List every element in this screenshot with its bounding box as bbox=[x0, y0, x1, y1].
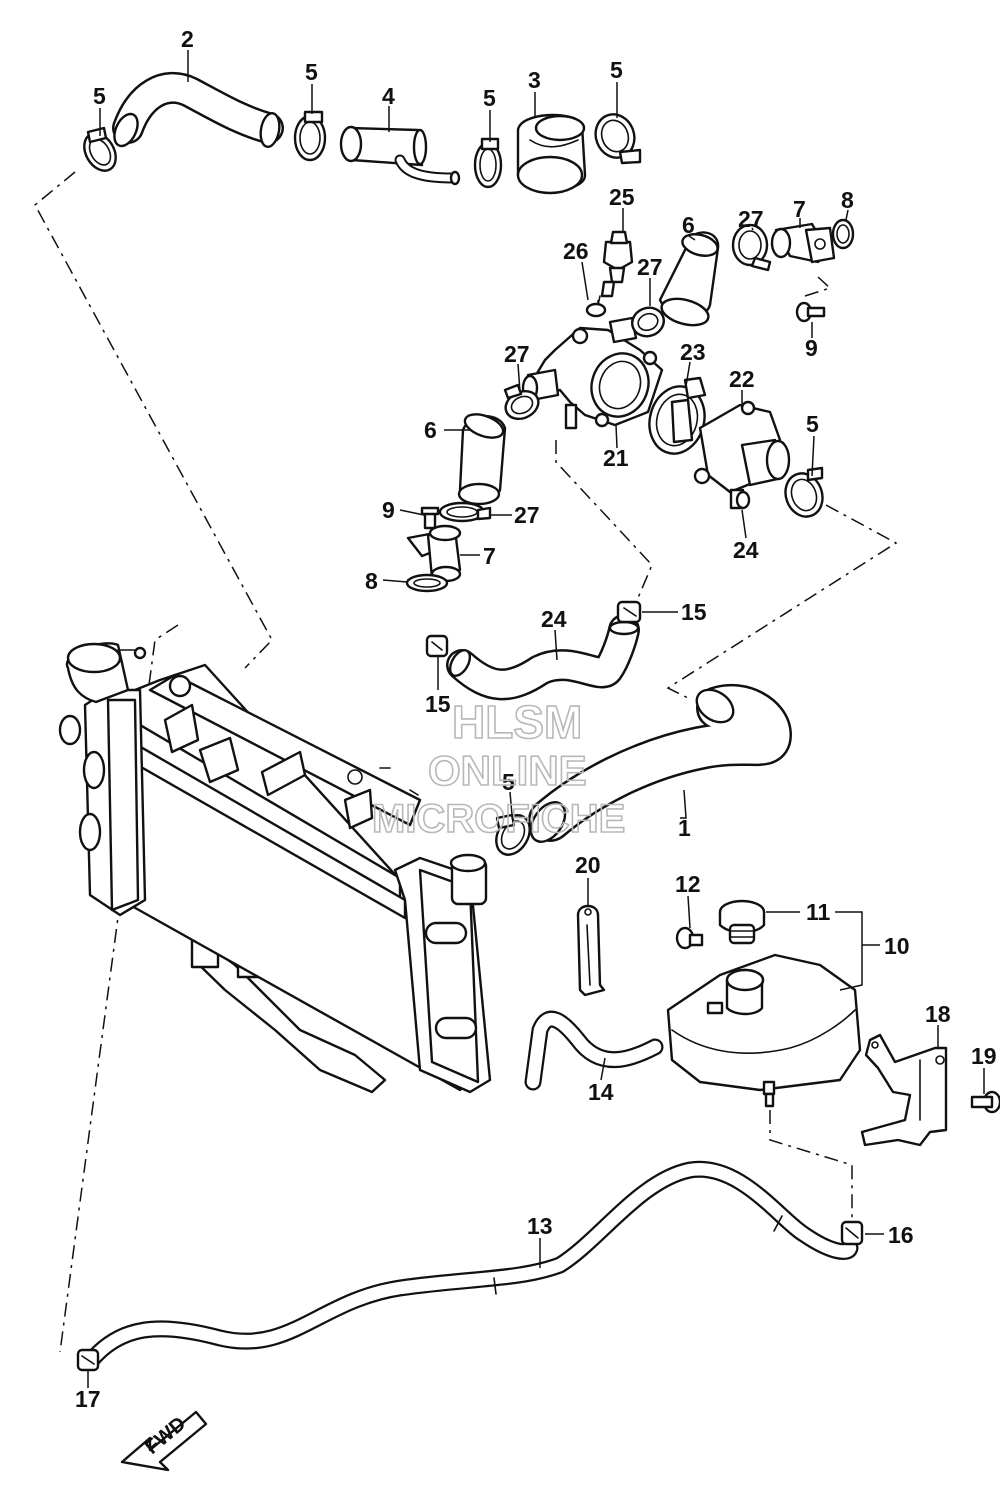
hose-14 bbox=[524, 1010, 664, 1091]
hose-13 bbox=[81, 1160, 859, 1371]
callout-27: 27 bbox=[504, 341, 530, 367]
routing-lines bbox=[34, 171, 898, 1353]
clip-15-lower bbox=[76, 1348, 100, 1372]
clamp-5e bbox=[784, 466, 824, 518]
callout-5: 5 bbox=[502, 769, 515, 795]
callout-5: 5 bbox=[305, 59, 318, 85]
hose-3 bbox=[516, 113, 587, 195]
oring-8-upper-inner bbox=[836, 224, 850, 244]
callout-5: 5 bbox=[610, 57, 623, 83]
clamp-5a bbox=[83, 126, 117, 172]
callout-24: 15 bbox=[681, 599, 707, 625]
callout-20: 22 bbox=[729, 366, 755, 392]
reservoir-tank-10 bbox=[666, 953, 862, 1108]
temp-sensor-25 bbox=[597, 230, 634, 306]
hose-23 bbox=[446, 614, 640, 701]
callout-5: 5 bbox=[483, 85, 496, 111]
callout-21: 23 bbox=[680, 339, 706, 365]
callout-27: 27 bbox=[738, 206, 764, 232]
callout-24: 15 bbox=[425, 691, 451, 717]
bolt-22 bbox=[729, 488, 751, 510]
callout-8: 8 bbox=[365, 568, 378, 594]
callout-15: 16 bbox=[888, 1222, 914, 1248]
thermostat-housing-19 bbox=[521, 316, 664, 430]
tank-cap-11 bbox=[718, 899, 766, 945]
thermostat-cover-20 bbox=[693, 400, 791, 494]
callout-23: 24 bbox=[541, 606, 567, 632]
fitting-7-lower bbox=[406, 524, 462, 583]
hose-6-lower bbox=[457, 413, 507, 506]
callout-8: 8 bbox=[841, 187, 854, 213]
callout-4: 4 bbox=[382, 83, 395, 109]
oring-8-lower-inner bbox=[413, 578, 441, 588]
clamps-27 bbox=[438, 223, 772, 523]
callout-1: 1 bbox=[678, 815, 691, 841]
callout-5: 5 bbox=[806, 411, 819, 437]
bracket-16 bbox=[860, 1033, 948, 1147]
band-18 bbox=[576, 904, 606, 997]
callout-9: 9 bbox=[382, 497, 395, 523]
callout-17: 19 bbox=[971, 1043, 997, 1069]
callout-12: 12 bbox=[675, 871, 701, 897]
callout-13: 13 bbox=[527, 1213, 553, 1239]
radiator bbox=[58, 642, 492, 1094]
bolt-17 bbox=[970, 1090, 1000, 1114]
watermark-line1: HLSM bbox=[452, 696, 582, 748]
clamp-5b bbox=[293, 110, 327, 162]
watermark-line3: MICROFICHE bbox=[372, 797, 625, 841]
clip-24-upper bbox=[616, 600, 642, 624]
bolt-9-lower bbox=[420, 506, 440, 530]
callout-15: 17 bbox=[75, 1386, 101, 1412]
callout-25: 25 bbox=[609, 184, 635, 210]
hose-6-upper bbox=[658, 231, 720, 327]
fitting-7-upper bbox=[770, 222, 836, 264]
callout-labels: 2 5 5 4 5 3 5 25 26 27 6 27 7 8 9 27 23 … bbox=[75, 26, 997, 1412]
bolt-12 bbox=[675, 926, 704, 950]
callout-10: 10 bbox=[884, 933, 910, 959]
watermark-line2: ONLINE bbox=[428, 747, 587, 794]
callout-26: 26 bbox=[563, 238, 589, 264]
callout-27: 27 bbox=[514, 502, 540, 528]
callout-5: 5 bbox=[93, 83, 106, 109]
oring-8-lower bbox=[405, 573, 449, 593]
clip-24-lower bbox=[425, 634, 449, 658]
callout-7: 7 bbox=[483, 543, 496, 569]
clamp-5f bbox=[495, 813, 531, 856]
callout-18: 20 bbox=[575, 852, 601, 878]
callout-19: 21 bbox=[603, 445, 629, 471]
bolt-9-upper bbox=[795, 301, 826, 323]
oring-8-upper bbox=[831, 218, 855, 250]
watermark: HLSM ONLINE MICROFICHE bbox=[371, 695, 626, 842]
fwd-arrow-icon: FWD bbox=[120, 1410, 208, 1472]
callout-3: 3 bbox=[528, 67, 541, 93]
callout-2: 2 bbox=[181, 26, 194, 52]
pipe-4 bbox=[339, 125, 461, 186]
callout-6: 6 bbox=[424, 417, 437, 443]
hose-1 bbox=[528, 683, 792, 843]
clamps-5 bbox=[83, 110, 824, 856]
callout-14: 14 bbox=[588, 1079, 614, 1105]
callout-22: 24 bbox=[733, 537, 759, 563]
callout-16: 18 bbox=[925, 1001, 951, 1027]
callout-27: 27 bbox=[637, 254, 663, 280]
hose-2 bbox=[112, 71, 284, 149]
clamp-5d bbox=[594, 113, 642, 165]
leader-lines bbox=[87, 50, 985, 1388]
callout-7: 7 bbox=[793, 196, 806, 222]
callout-9: 9 bbox=[805, 335, 818, 361]
washer-26 bbox=[585, 302, 607, 318]
callout-6: 6 bbox=[682, 212, 695, 238]
clamp-5c bbox=[473, 137, 503, 189]
callout-11: 11 bbox=[806, 899, 831, 925]
clip-15-upper bbox=[840, 1220, 864, 1246]
